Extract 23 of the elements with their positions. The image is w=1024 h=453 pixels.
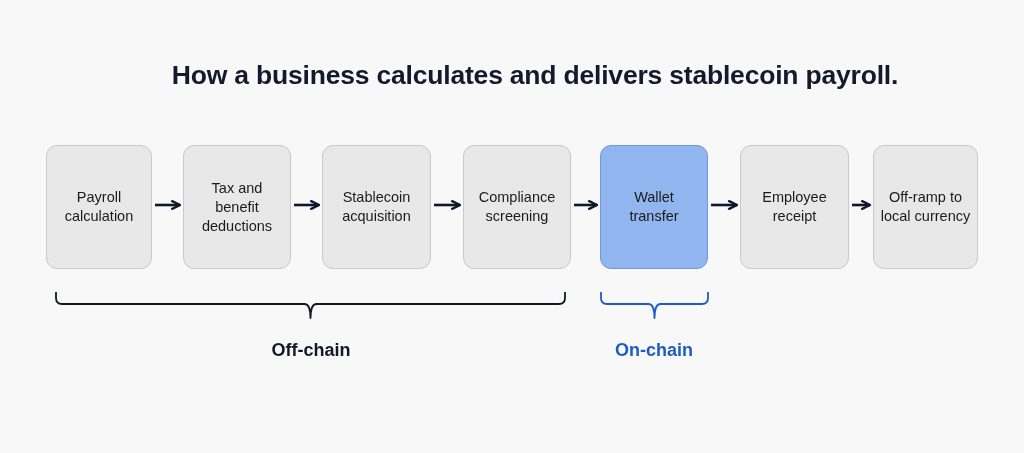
process-box (740, 145, 849, 269)
step-label: Compliance screening (477, 188, 557, 226)
step-label: Payroll calculation (63, 188, 135, 226)
highlighted-process-box (600, 145, 708, 269)
arrow (434, 199, 462, 211)
arrow (711, 199, 739, 211)
step-label: Wallet transfer (628, 188, 680, 226)
diagram-title: How a business calculates and delivers stablecoin payroll. (171, 60, 899, 90)
arrow (155, 199, 182, 211)
process-box (322, 145, 431, 269)
step-label: Tax and benefit deductions (200, 178, 274, 236)
process-box (46, 145, 152, 269)
group-label: On-chain (615, 340, 693, 361)
step-label: Stablecoin acquisition (341, 188, 412, 226)
step-label: Off-ramp to local currency (879, 188, 972, 226)
group-label: Off-chain (271, 340, 351, 361)
process-box (463, 145, 571, 269)
step-label: Employee receipt (761, 188, 828, 226)
arrow (852, 199, 872, 211)
process-box (873, 145, 978, 269)
arrow (294, 199, 321, 211)
process-box (183, 145, 291, 269)
arrow (574, 199, 599, 211)
